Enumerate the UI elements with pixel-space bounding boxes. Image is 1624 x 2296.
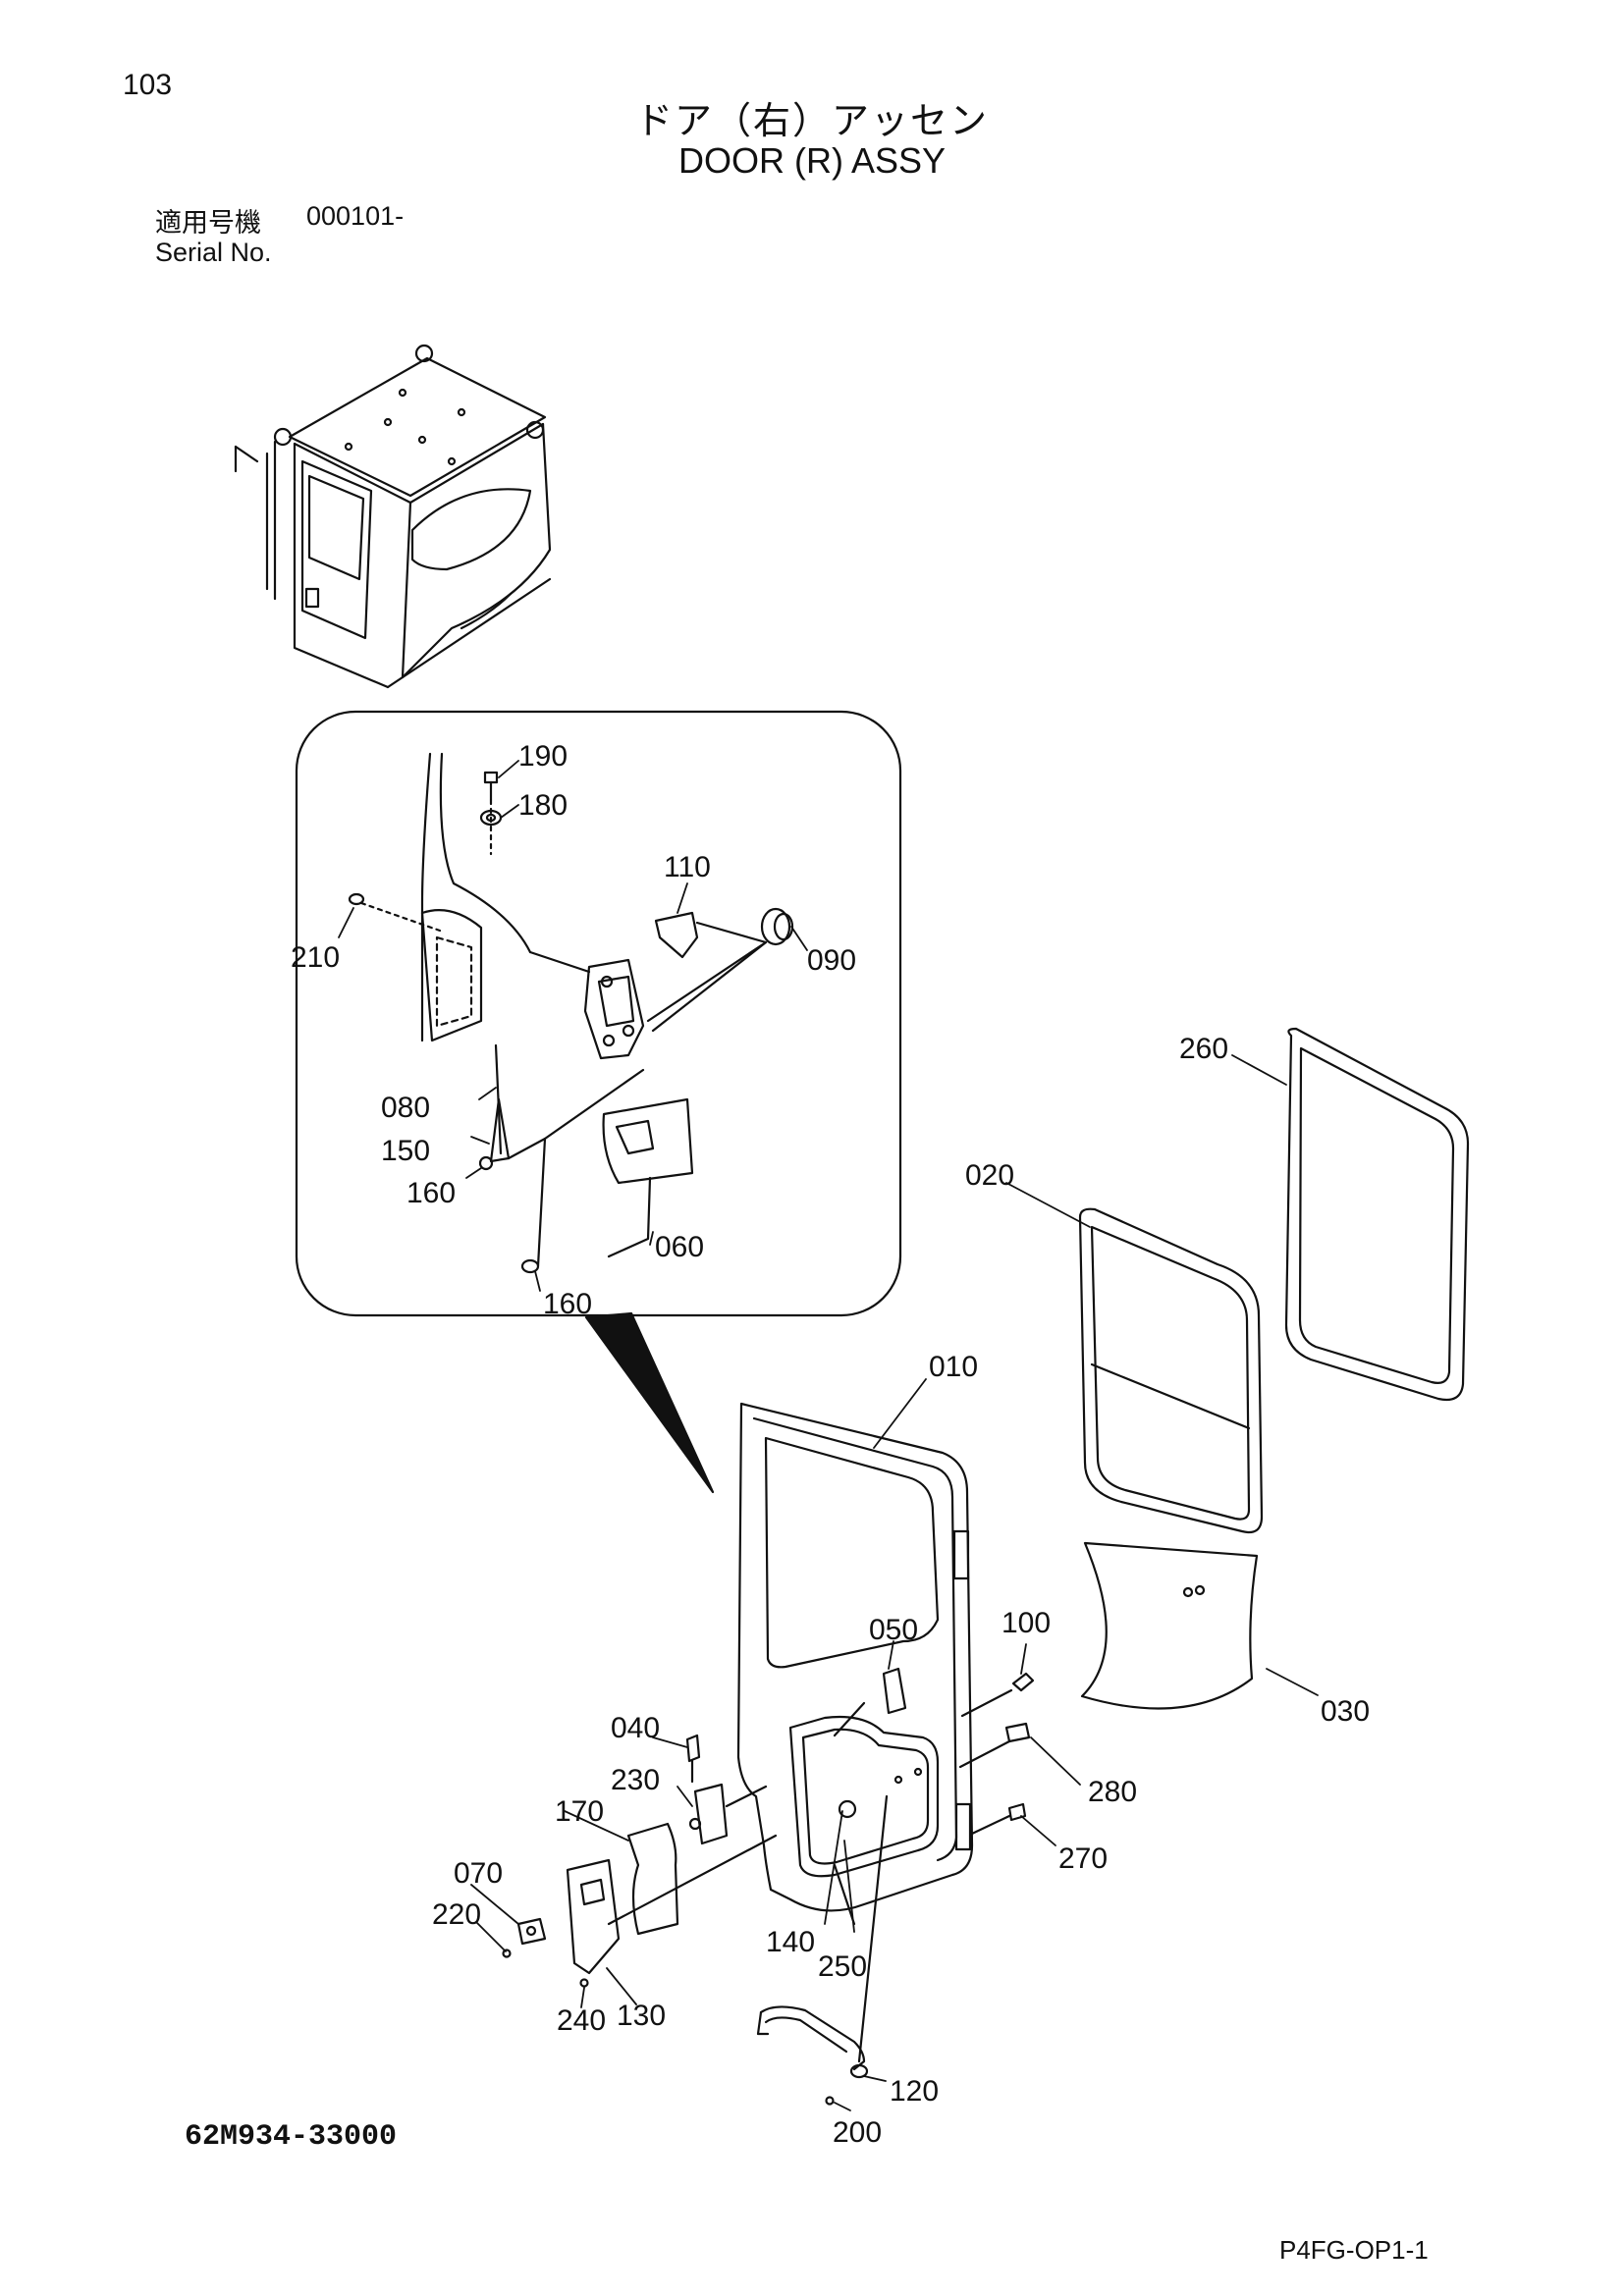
part-label-110: 110 bbox=[664, 851, 711, 883]
part-label-180: 180 bbox=[518, 789, 568, 822]
part-label-100: 100 bbox=[1001, 1607, 1051, 1639]
detail-callout-box bbox=[295, 710, 902, 1317]
part-label-160-lower: 160 bbox=[543, 1288, 592, 1320]
part-label-220: 220 bbox=[432, 1898, 481, 1931]
door-frame-010-icon bbox=[736, 1402, 974, 1912]
part-label-210: 210 bbox=[291, 941, 340, 974]
small-parts-group bbox=[502, 1672, 1035, 2106]
callout-pointer-icon bbox=[584, 1311, 715, 1494]
title-english: DOOR (R) ASSY bbox=[677, 140, 947, 181]
serial-number-value: 000101- bbox=[306, 201, 405, 231]
part-label-050: 050 bbox=[869, 1614, 918, 1646]
part-label-120: 120 bbox=[890, 2075, 939, 2108]
part-label-020: 020 bbox=[965, 1159, 1014, 1192]
window-glass-020-icon bbox=[1078, 1207, 1264, 1534]
part-label-130: 130 bbox=[617, 2000, 666, 2032]
part-label-230: 230 bbox=[611, 1764, 660, 1796]
part-label-010: 010 bbox=[929, 1351, 978, 1383]
page-code: P4FG-OP1-1 bbox=[1279, 2235, 1429, 2265]
panel-030-icon bbox=[1080, 1541, 1259, 1710]
part-label-080: 080 bbox=[381, 1092, 430, 1124]
serial-label-english: Serial No. bbox=[155, 238, 272, 267]
part-label-060: 060 bbox=[655, 1231, 704, 1263]
title-japanese: ドア（右）アッセン bbox=[634, 99, 989, 142]
part-label-090: 090 bbox=[807, 944, 856, 977]
part-label-270: 270 bbox=[1058, 1842, 1108, 1875]
drawing-number: 62M934-33000 bbox=[185, 2120, 398, 2154]
part-label-200: 200 bbox=[833, 2116, 882, 2149]
page-number: 103 bbox=[123, 69, 173, 101]
part-label-190: 190 bbox=[518, 740, 568, 773]
part-label-280: 280 bbox=[1088, 1776, 1137, 1808]
latch-mechanism-detail bbox=[348, 752, 794, 1274]
part-label-170: 170 bbox=[555, 1795, 604, 1828]
serial-label-japanese: 適用号機 bbox=[155, 208, 261, 239]
weather-seal-260-icon bbox=[1284, 1027, 1470, 1402]
leader-lines bbox=[338, 760, 1319, 2111]
part-label-260: 260 bbox=[1179, 1033, 1228, 1065]
part-label-030: 030 bbox=[1321, 1695, 1370, 1728]
part-label-150: 150 bbox=[381, 1135, 430, 1167]
part-label-160: 160 bbox=[406, 1177, 456, 1209]
part-label-250: 250 bbox=[818, 1950, 867, 1983]
cab-illustration-icon bbox=[234, 344, 552, 689]
part-label-070: 070 bbox=[454, 1857, 503, 1890]
part-label-240: 240 bbox=[557, 2004, 606, 2037]
part-label-040: 040 bbox=[611, 1712, 660, 1744]
part-label-140: 140 bbox=[766, 1926, 815, 1958]
